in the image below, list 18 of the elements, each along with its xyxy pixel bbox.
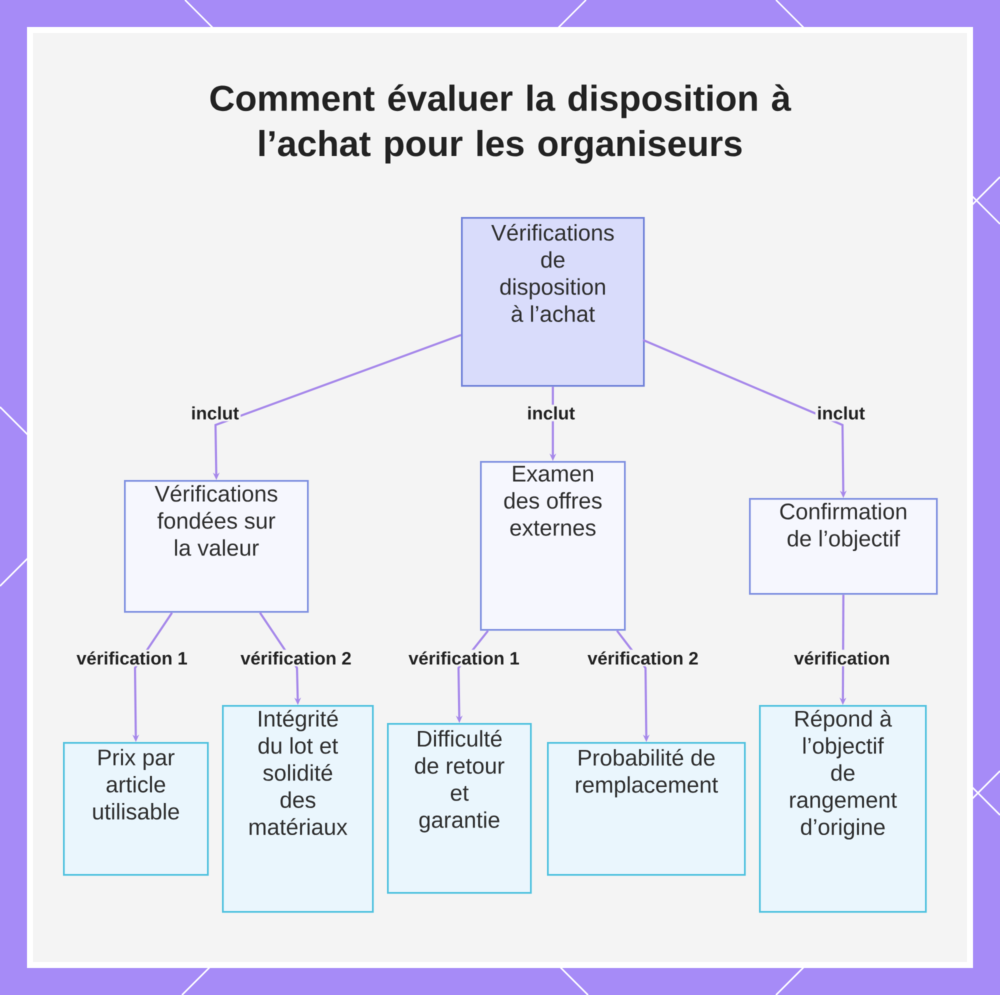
root-box: Vérifications de disposition à l’achat (461, 217, 645, 387)
leaf-box: Intégrité du lot et solidité des matériaux (222, 705, 374, 913)
category-box: Vérifications fondées sur la valeur (124, 480, 309, 613)
title: Comment évaluer la disposition à l’achat pour les organiseurs (210, 84, 792, 164)
category-box: Examen des offres externes (480, 461, 626, 631)
edge-label: vérification 1 (74, 650, 190, 666)
edge-label: vérification (792, 650, 892, 666)
leaf-box: Probabilité de remplacement (547, 742, 746, 876)
leaf-box: Difficulté de retour et garantie (387, 723, 532, 894)
category-box: Confirmation de l’objectif (749, 498, 938, 595)
edge-label: vérification 1 (406, 650, 522, 666)
edge-label: inclut (815, 404, 867, 422)
leaf-box: Répond à l’objectif de rangement d’origine (759, 705, 927, 913)
leaf-box: Prix par article utilisable (63, 742, 209, 876)
edge-label: vérification 2 (586, 650, 700, 666)
edge-label: inclut (189, 404, 241, 422)
edge-label: inclut (525, 404, 577, 422)
edge-label: vérification 2 (238, 650, 354, 666)
